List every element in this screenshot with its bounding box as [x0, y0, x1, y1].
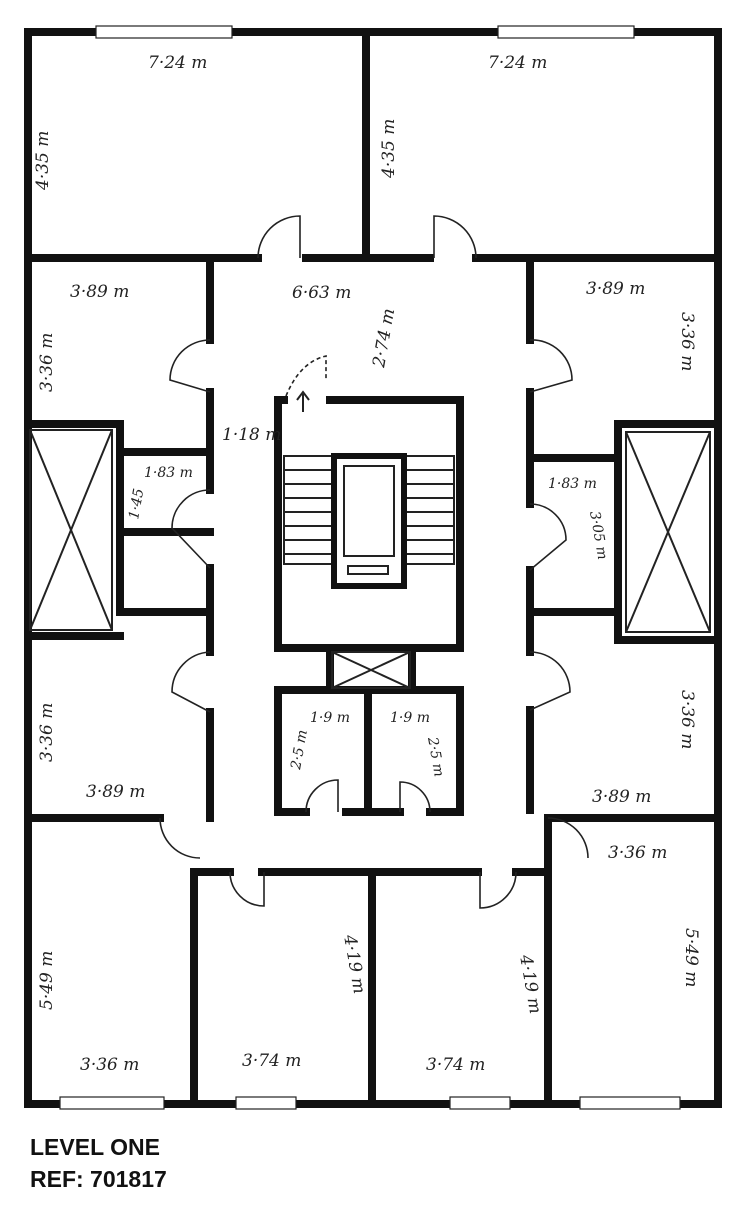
dim-right-bath-width: 1·83 m	[548, 476, 597, 492]
dim-wc1-depth: 2·5 m	[288, 729, 311, 772]
dim-top-left-depth: 4·35 m	[33, 131, 53, 191]
dim-upper-left-depth: 3·36 m	[37, 333, 57, 392]
dim-lower-right-depth: 3·36 m	[677, 690, 697, 749]
dim-left-bath-width: 1·83 m	[144, 465, 193, 481]
floor-plan: 7·24 m 4·35 m 7·24 m 4·35 m 3·89 m 3·36 …	[24, 25, 722, 1110]
dim-upper-left-width: 3·89 m	[70, 282, 129, 302]
dim-bottom-left-width: 3·36 m	[80, 1055, 139, 1075]
dim-wc1-width: 1·9 m	[310, 710, 350, 726]
dim-lower-left-width: 3·89 m	[86, 782, 145, 802]
dim-passage-width: 1·18 m	[222, 425, 281, 445]
level-caption: LEVEL ONE	[30, 1134, 160, 1160]
interior-walls	[24, 28, 722, 1108]
dimension-labels: 7·24 m 4·35 m 7·24 m 4·35 m 3·89 m 3·36 …	[33, 53, 701, 1075]
dim-top-left-width: 7·24 m	[148, 53, 207, 73]
dim-bottom-left-depth: 5·49 m	[37, 951, 57, 1010]
outer-walls	[24, 28, 722, 1108]
dim-lower-left-depth: 3·36 m	[37, 703, 57, 762]
lift-shafts	[29, 429, 711, 689]
dim-corridor-depth: 2·74 m	[369, 307, 399, 370]
dim-wc2-depth: 2·5 m	[424, 735, 447, 778]
dim-wc2-width: 1·9 m	[390, 710, 430, 726]
dim-bottom-right-width: 3·36 m	[608, 843, 667, 863]
door-swings	[159, 215, 589, 909]
dim-upper-right-width: 3·89 m	[586, 279, 645, 299]
dim-upper-right-depth: 3·36 m	[677, 312, 697, 371]
dim-corridor-width: 6·63 m	[292, 283, 351, 303]
windows	[59, 25, 681, 1110]
staircase	[283, 354, 455, 589]
dim-bottom-right-depth: 5·49 m	[681, 928, 701, 987]
dim-lower-right-width: 3·89 m	[592, 787, 651, 807]
dim-bottom-mid2-width: 3·74 m	[426, 1055, 485, 1075]
dim-bottom-mid2-depth: 4·19 m	[515, 952, 545, 1015]
dim-bottom-mid1-depth: 4·19 m	[339, 932, 369, 995]
dim-bottom-mid1-width: 3·74 m	[242, 1051, 301, 1071]
dim-left-bath-depth: 1·45	[126, 487, 147, 521]
dim-top-right-depth: 4·35 m	[379, 119, 399, 179]
reference-caption: REF: 701817	[30, 1166, 167, 1192]
dim-right-bath-depth: 3·05 m	[586, 510, 610, 561]
dim-top-right-width: 7·24 m	[488, 53, 547, 73]
